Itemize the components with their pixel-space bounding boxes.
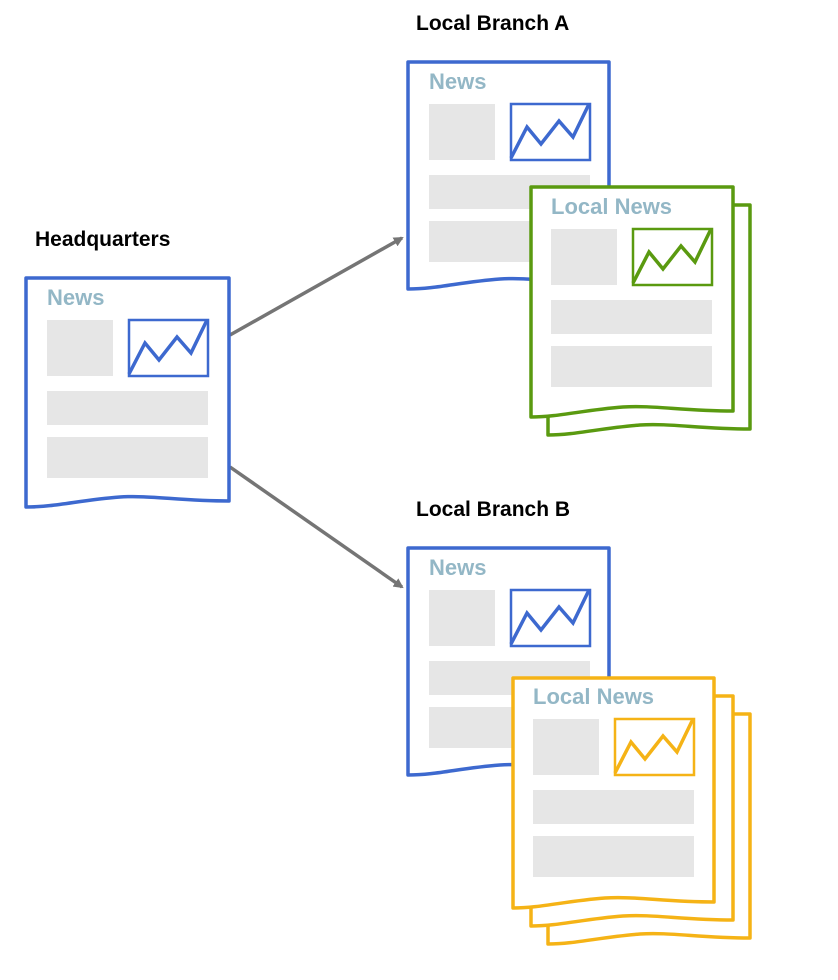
image-placeholder <box>533 719 599 775</box>
text-placeholder <box>47 391 208 425</box>
branch-b-local-news-stack: Local News <box>511 676 752 946</box>
chart-thumbnail-icon <box>127 318 210 378</box>
image-placeholder <box>47 320 113 376</box>
arrow-to-branch-b <box>228 465 404 589</box>
chart-thumbnail-icon <box>613 717 696 777</box>
headquarters-document: News <box>24 276 231 509</box>
headquarters-label: Headquarters <box>35 228 171 251</box>
branch-b-news-title: News <box>429 555 486 580</box>
image-placeholder <box>429 590 495 646</box>
branch-b-local-news-title: Local News <box>533 684 654 709</box>
headquarters-doc-title: News <box>47 285 104 310</box>
branch-a-label: Local Branch A <box>416 12 570 35</box>
text-placeholder <box>551 300 712 334</box>
image-placeholder <box>429 104 495 160</box>
image-placeholder <box>551 229 617 285</box>
branch-a-news-title: News <box>429 69 486 94</box>
branch-a-local-news-stack: Local News <box>529 185 752 437</box>
text-placeholder <box>533 836 694 877</box>
chart-thumbnail-icon <box>509 102 592 162</box>
text-placeholder <box>47 437 208 478</box>
text-placeholder <box>533 790 694 824</box>
arrow-to-branch-a <box>229 236 404 337</box>
branch-b-label: Local Branch B <box>416 498 571 521</box>
chart-thumbnail-icon <box>631 227 714 287</box>
text-placeholder <box>551 346 712 387</box>
chart-thumbnail-icon <box>509 588 592 648</box>
branch-a-local-news-title: Local News <box>551 194 672 219</box>
